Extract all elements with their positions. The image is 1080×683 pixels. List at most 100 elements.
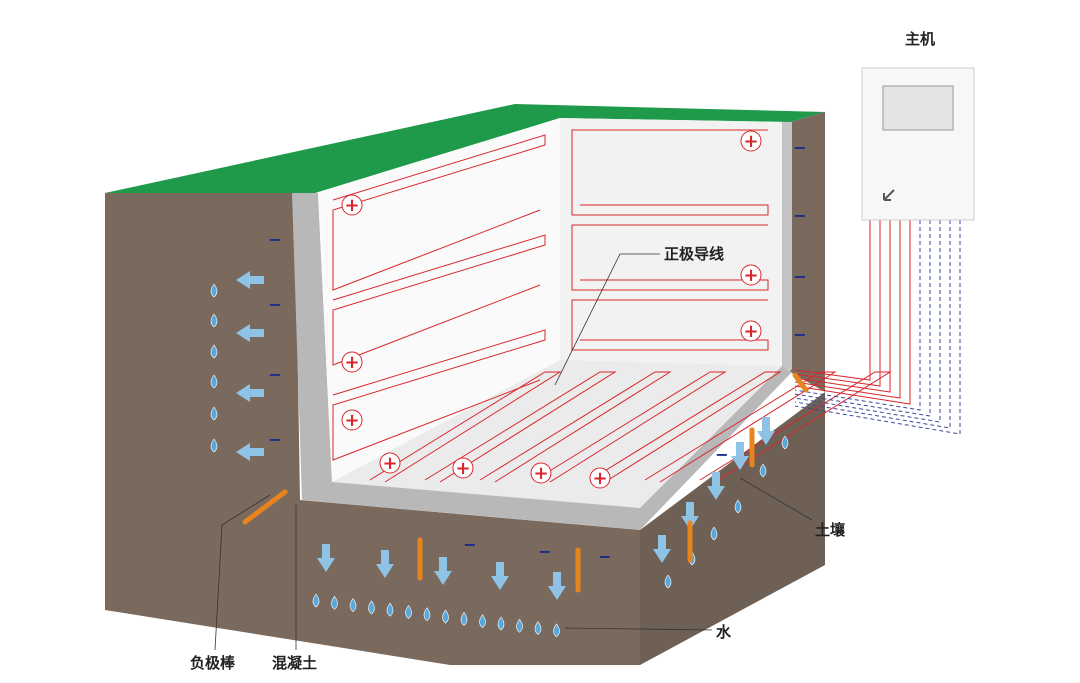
host-logo-icon [883,189,895,201]
water-drop-icon [781,435,789,450]
host-cable [794,220,881,387]
water-drop-icon [210,374,218,389]
anode-marker [379,452,401,474]
water-drop-icon [734,499,742,514]
arrow-down-icon [376,550,394,578]
water-drop-icon [479,614,486,629]
arrow-down-icon [681,502,699,530]
water-drop-icon [312,593,320,608]
arrow-down-icon [707,472,725,500]
water-drop-icon [210,438,218,453]
water-drop-icon [210,313,218,328]
label-water: 水 [716,623,732,641]
water-drop-icon [664,574,672,589]
arrow-down-icon [653,535,671,563]
positive-wires [332,129,892,483]
marks: ++++++++++−−−−−−−−−−−− [210,130,809,638]
label-concrete: 混凝土 [272,654,317,672]
anode-marker [341,409,363,431]
plus-sign: + [533,463,548,484]
water-drop-icon [349,598,357,612]
plus-sign: + [455,458,470,479]
host-cables [794,220,961,435]
host-cable [794,220,911,405]
pit-structure [105,104,825,665]
floor-wire [534,371,727,483]
arrow-down-icon [491,562,509,590]
arrow-down-icon [434,557,452,585]
water-drop-icon [386,602,394,617]
anode-marker [740,264,762,286]
water-drop-icon [331,595,338,610]
plus-sign: + [743,265,758,286]
soil-front-face [105,193,640,665]
minus-sign: − [793,138,806,157]
label-soil: 土壤 [815,521,846,539]
inner-back-wall [560,118,782,366]
host-unit[interactable] [861,67,975,221]
soil-right-face [640,392,825,665]
host-cable [794,220,901,399]
concrete-back-right-wall [782,122,792,370]
arrow-down-icon [731,442,749,470]
concrete-floor-edge [302,366,792,530]
floor-wire [644,371,837,483]
water-drop-icon [442,609,449,624]
minus-sign: − [793,267,806,286]
negative-rod [792,372,809,393]
floor-wire [479,371,672,483]
water-drop-icon [759,463,767,478]
host-cable [794,220,871,381]
floor-wire [589,371,782,483]
water-drop-icon [210,344,218,359]
wire-loop [571,299,769,351]
wire-loop [332,234,546,366]
water-drop-icon [210,283,218,298]
plus-sign: + [344,410,359,431]
anode-marker [341,351,363,373]
arrow-down-icon [317,544,335,572]
leader-lines [214,253,813,651]
plus-sign: + [382,453,397,474]
arrow-down-icon [757,417,775,445]
minus-sign: − [268,230,281,249]
minus-sign: − [715,445,728,464]
plus-sign: + [344,352,359,373]
label-negative-rod: 负极棒 [190,654,236,672]
minus-sign: − [793,325,806,344]
host-cable [794,220,931,417]
plus-sign: + [592,468,607,489]
anode-marker [452,457,474,479]
floor-wire [369,371,562,483]
water-drop-icon [210,406,218,421]
minus-sign: − [598,547,611,566]
wire-loop [332,329,546,461]
arrow-down-icon [548,572,566,600]
minus-sign: − [538,542,551,561]
floor-wire [699,371,892,483]
arrow-left-icon [236,443,264,461]
plus-sign: + [743,131,758,152]
label-host: 主机 [905,30,935,48]
minus-sign: − [793,206,806,225]
wire-loop [332,134,546,291]
host-screen [882,85,954,131]
floor-wire [424,371,617,483]
water-drop-icon [710,526,718,541]
negative-rod [242,489,288,525]
water-drop-icon [516,618,523,633]
grass-surface [105,104,825,193]
minus-sign: − [268,430,281,449]
concrete-left-wall [292,193,332,500]
minus-sign: − [268,365,281,384]
anode-marker [341,194,363,216]
anode-marker [740,320,762,342]
anode-marker [589,467,611,489]
arrow-left-icon [236,384,264,402]
anode-marker [740,130,762,152]
minus-sign: − [463,535,476,554]
wire-loop [571,224,769,291]
host-cable [794,220,891,393]
host-cable [794,220,921,411]
